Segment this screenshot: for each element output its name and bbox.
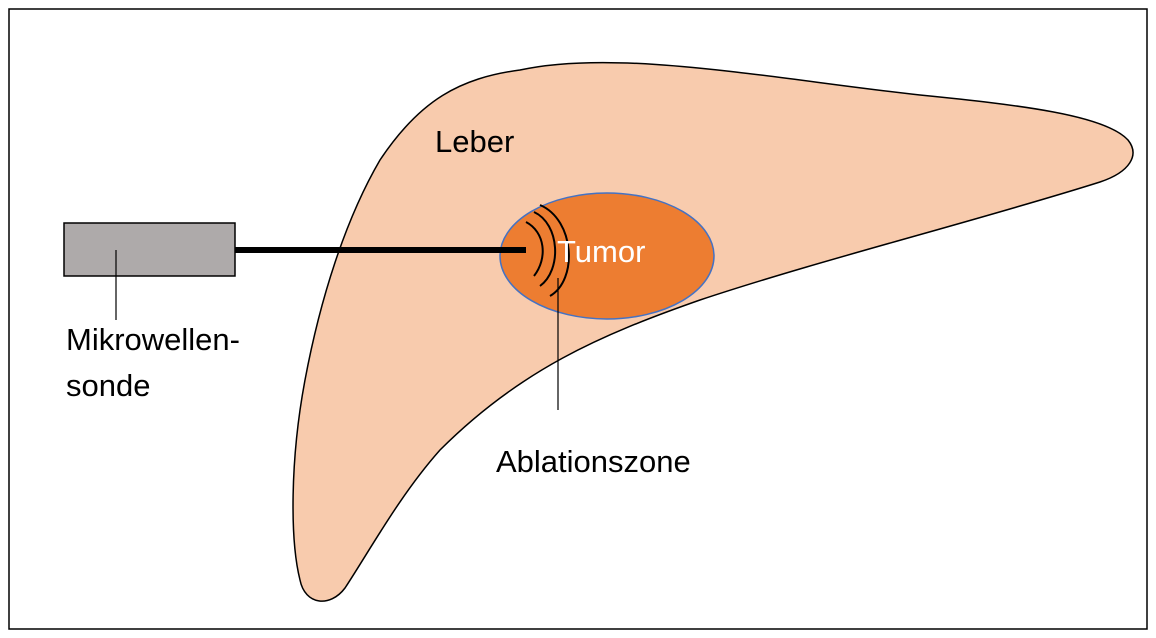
probe-label-line1: Mikrowellen- <box>66 322 240 357</box>
tumor-label: Tumor <box>557 234 645 269</box>
probe-label-line2: sonde <box>66 368 150 403</box>
probe-handle <box>64 223 235 276</box>
liver-label: Leber <box>435 124 514 159</box>
ablation-label: Ablationszone <box>496 444 691 479</box>
